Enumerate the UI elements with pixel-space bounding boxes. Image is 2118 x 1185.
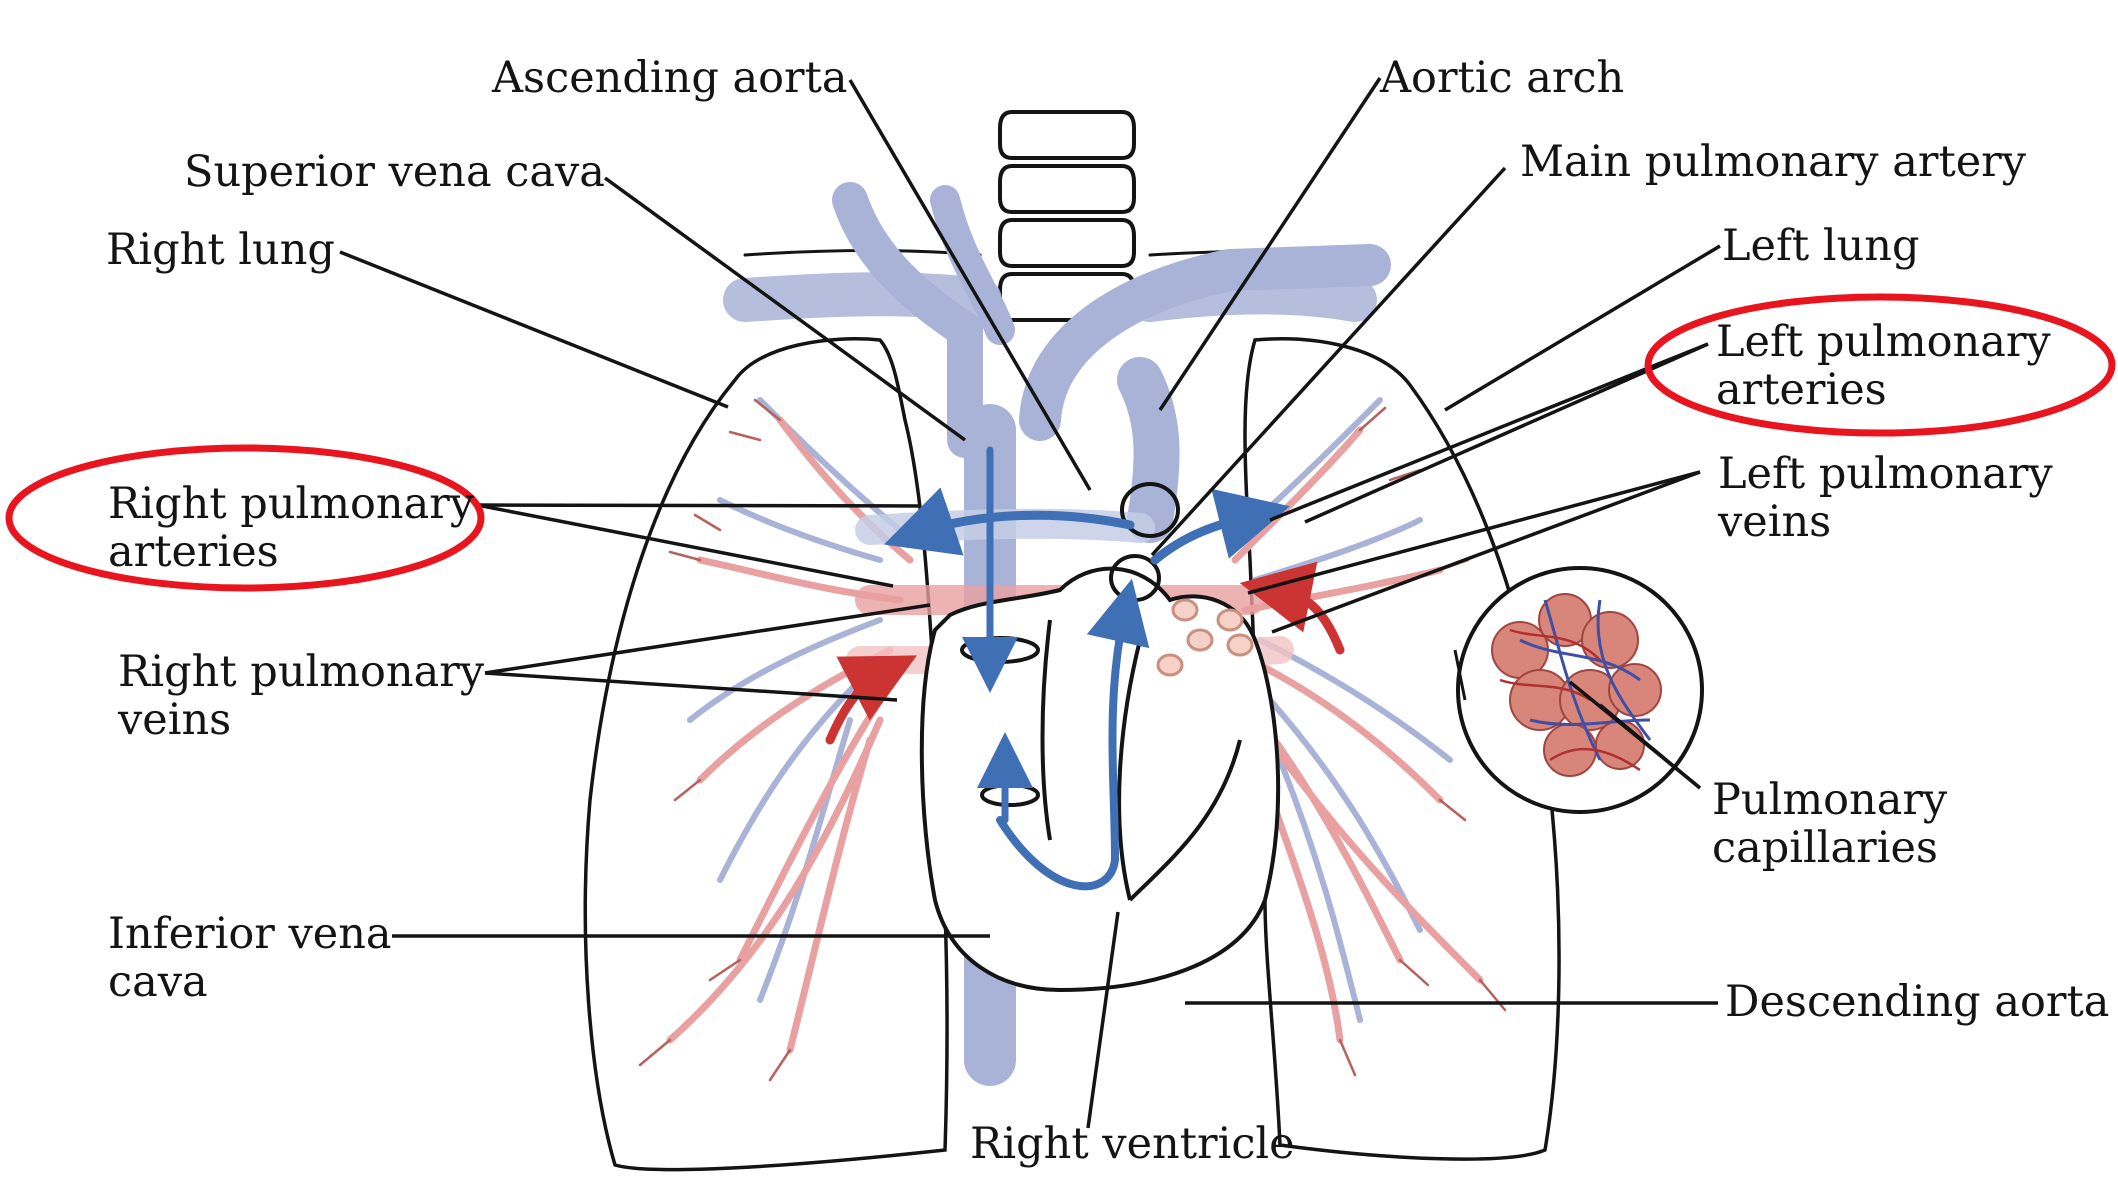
label-right-pulmonary-veins: Right pulmonary veins (118, 647, 485, 745)
aorta-band (1019, 244, 1391, 441)
label-pulmonary-capillaries: Pulmonary capillaries (1712, 775, 1948, 873)
right-pulmonary-arteries-highlight (5, 444, 485, 592)
leader-lines (339, 77, 1721, 1129)
lungs (583, 337, 1561, 1172)
right-pulmonary-artery-band (855, 508, 1155, 545)
label-left-pulmonary-veins: Left pulmonary veins (1718, 449, 2053, 547)
label-superior-vena-cava: Superior vena cava (184, 147, 605, 197)
right-pa-flow-arrow (883, 487, 1135, 556)
left-pv-flow-arrow (1239, 561, 1345, 655)
label-left-pulmonary-arteries: Left pulmonary arteries (1716, 317, 2051, 415)
left-pulmonary-arteries-highlight (1644, 293, 2116, 437)
label-inferior-vena-cava: Inferior vena cava (108, 909, 392, 1007)
label-ascending-aorta: Ascending aorta (492, 53, 848, 103)
label-right-pulmonary-arteries: Right pulmonary arteries (108, 479, 475, 577)
left-pa-flow-arrow (1150, 488, 1290, 565)
label-main-pulmonary-artery: Main pulmonary artery (1520, 137, 2027, 187)
label-right-ventricle: Right ventricle (970, 1119, 1295, 1169)
rv-outflow-arrow (996, 578, 1150, 891)
label-right-lung: Right lung (106, 225, 335, 275)
label-descending-aorta: Descending aorta (1725, 977, 2110, 1027)
highlight-ellipses (5, 293, 2116, 592)
label-left-lung: Left lung (1722, 221, 1920, 271)
right-lung-outline (583, 337, 949, 1172)
label-aortic-arch: Aortic arch (1380, 53, 1625, 103)
